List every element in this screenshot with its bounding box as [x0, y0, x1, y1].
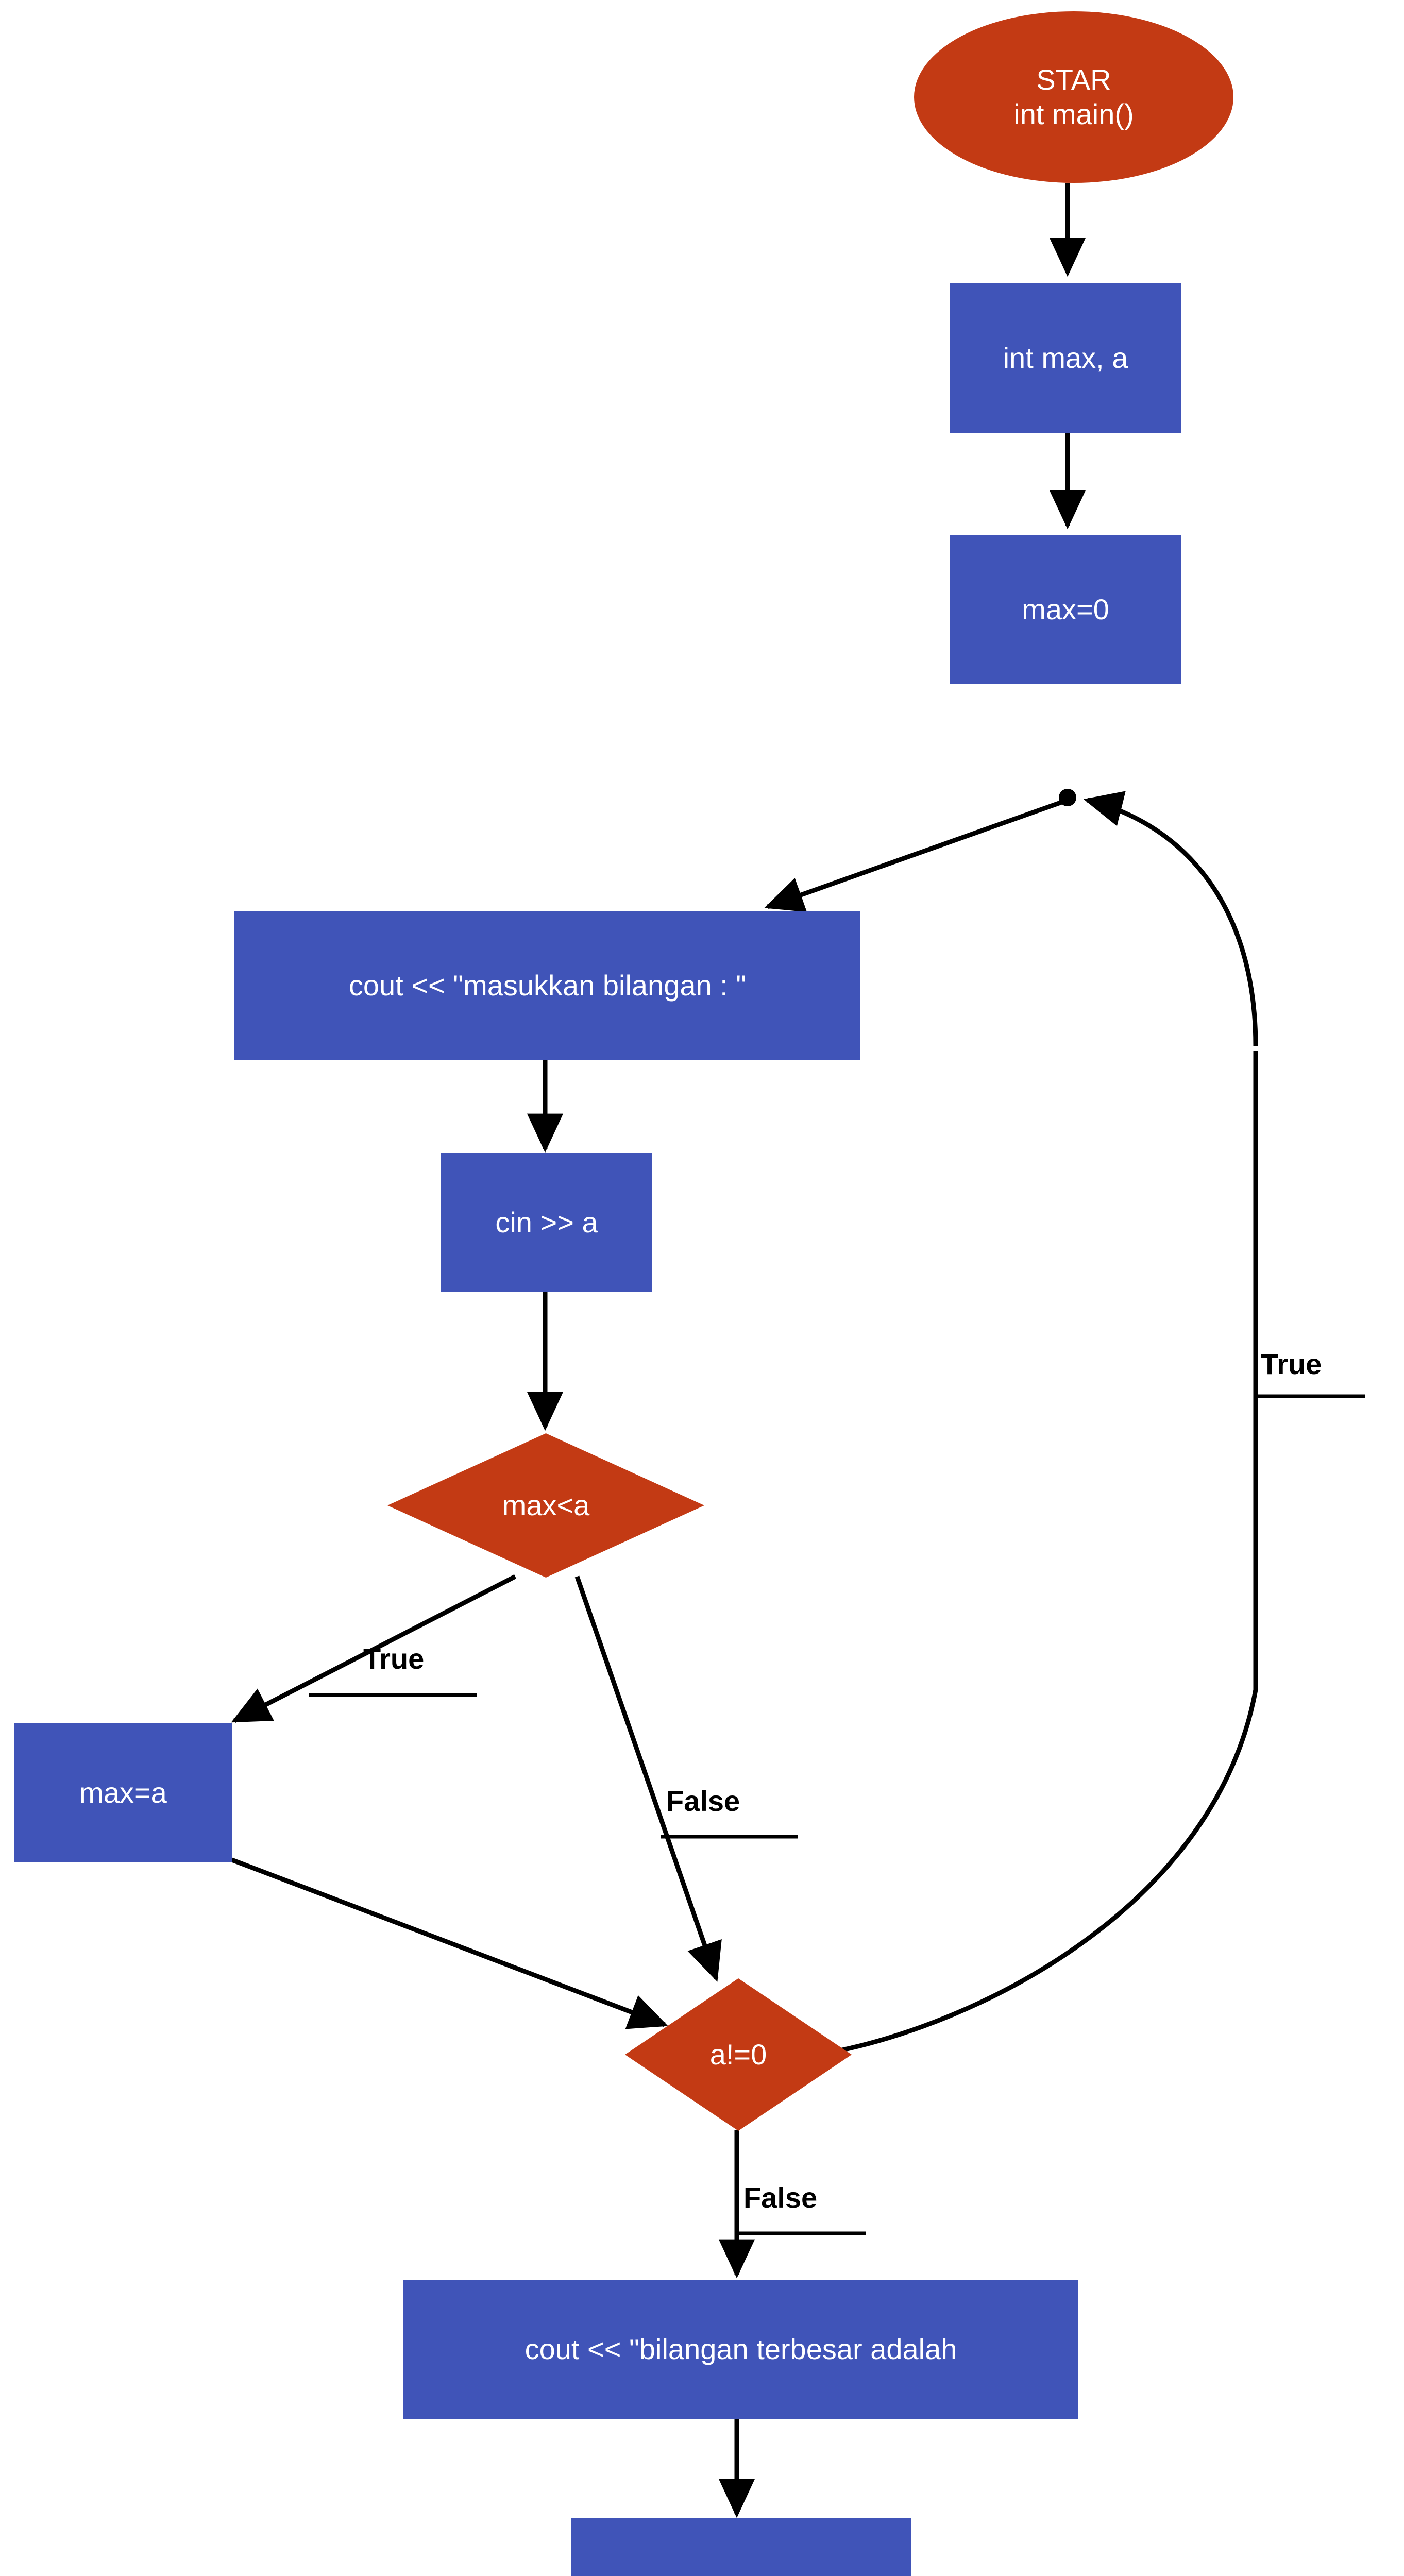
node-assign-max-label: max=a: [79, 1776, 167, 1809]
edge-aNeZero-to-loopback-stub: [826, 1051, 1258, 2056]
edge-cmpMaxA-false-to-aNeZero: [574, 1575, 722, 1982]
node-prompt[interactable]: cout << "masukkan bilangan : ": [234, 911, 860, 1060]
node-declare[interactable]: int max, a: [950, 283, 1181, 433]
edge-label-loop-true: True: [1261, 1348, 1322, 1380]
edge-assignMax-to-aNeZero: [231, 1857, 668, 2029]
edge-label-max-lt-a-false: False: [666, 1785, 740, 1817]
node-print-result[interactable]: cout << "bilangan terbesar adalah: [403, 2280, 1078, 2419]
node-cmp-a-zero-label: a!=0: [709, 2038, 767, 2071]
node-print-max[interactable]: " <<max<< endl: [571, 2518, 911, 2576]
edge-junction-to-prompt: [764, 798, 1069, 912]
node-read-a-label: cin >> a: [495, 1206, 598, 1239]
edge-cmpMaxA-true-to-assignMax: [231, 1574, 517, 1723]
node-print-result-label: cout << "bilangan terbesar adalah: [525, 2332, 957, 2365]
node-init-max[interactable]: max=0: [950, 535, 1181, 684]
node-print-max-label: " <<max<< endl: [571, 2571, 911, 2576]
junction-dot: [1059, 789, 1076, 806]
edge-aNeZero-true-to-junction: [1084, 791, 1258, 1046]
node-prompt-label: cout << "masukkan bilangan : ": [348, 969, 747, 1002]
node-declare-label: int max, a: [1003, 341, 1128, 374]
node-assign-max[interactable]: max=a: [14, 1723, 232, 1862]
edge-label-max-lt-a-true: True: [363, 1642, 425, 1675]
node-cmp-max-a-label: max<a: [502, 1488, 590, 1521]
node-start-label: STAR int main(): [1013, 63, 1134, 130]
edge-label-a-ne-zero-false: False: [743, 2181, 818, 2214]
node-read-a[interactable]: cin >> a: [441, 1153, 652, 1292]
node-init-max-label: max=0: [1022, 592, 1109, 625]
node-start[interactable]: STAR int main(): [914, 11, 1233, 183]
